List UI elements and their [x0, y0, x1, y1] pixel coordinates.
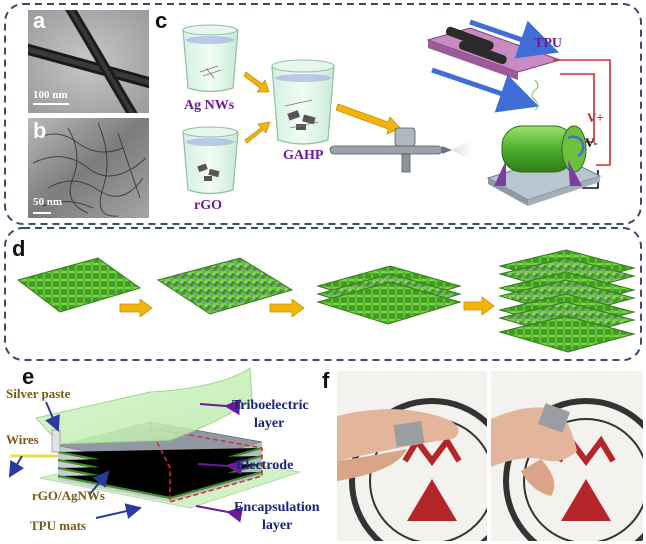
panel-label-f: f — [322, 368, 330, 393]
panel-label-d: d — [12, 236, 26, 261]
finger-photo-left — [337, 398, 487, 541]
tpu-mat-sheet — [16, 257, 142, 313]
panel-c-schematic — [182, 19, 611, 206]
process-arrows — [243, 71, 401, 144]
label-rgo-agnws: rGO/AgNWs — [32, 488, 105, 503]
scale-bar-a — [33, 103, 69, 105]
coated-mat-sheet — [156, 257, 294, 315]
label-encapsulation-l2: layer — [262, 518, 293, 533]
panel-d-arrows — [119, 296, 495, 318]
label-silver-paste: Silver paste — [6, 386, 71, 401]
stacked-layers — [498, 249, 636, 353]
tem-micrograph-b — [28, 118, 149, 218]
label-triboelectric-l2: layer — [254, 416, 285, 431]
scale-bar-label-b: 50 nm — [33, 196, 63, 208]
photo-finger-unbent — [337, 371, 487, 541]
label-v-plus: V+ — [587, 110, 604, 125]
beaker-gahp — [271, 59, 335, 145]
label-gahp: GAHP — [283, 148, 324, 163]
photo-finger-bent — [491, 371, 643, 541]
airbrush-sprayer — [329, 127, 478, 173]
label-tpu-mats: TPU mats — [30, 518, 86, 533]
label-wires: Wires — [6, 432, 39, 447]
label-triboelectric-l1: Triboelectric — [232, 398, 309, 413]
panel-d-schematic — [16, 249, 636, 353]
label-rgo: rGO — [194, 198, 222, 213]
beaker-ag-nws — [182, 24, 239, 93]
label-encapsulation-l1: Encapsulation — [234, 500, 320, 515]
label-tpu: TPU — [534, 36, 562, 51]
scale-bar-b — [33, 212, 51, 214]
tem-micrograph-a — [28, 10, 149, 113]
finger-photo-right — [491, 398, 643, 541]
label-v-minus: V- — [585, 135, 598, 150]
silver-paste — [51, 429, 61, 453]
rotating-collector — [486, 125, 602, 206]
panel-label-b: b — [33, 118, 47, 143]
panel-e-device-schematic — [8, 367, 301, 523]
panel-label-e: e — [22, 364, 35, 389]
triboelectric-layer — [35, 367, 253, 445]
panel-e-pointers — [8, 399, 244, 523]
beaker-rgo — [182, 126, 239, 195]
sandwich-layers — [316, 265, 462, 325]
label-electrode: Electrode — [236, 458, 294, 473]
nanowire-tem-image — [28, 10, 149, 113]
panel-label-a: a — [33, 8, 46, 33]
rgo-tem-image — [28, 118, 149, 218]
label-ag-nws: Ag NWs — [184, 98, 235, 113]
scale-bar-label-a: 100 nm — [33, 89, 68, 101]
panel-label-c: c — [155, 8, 168, 33]
electrospinning-unit — [426, 19, 562, 113]
